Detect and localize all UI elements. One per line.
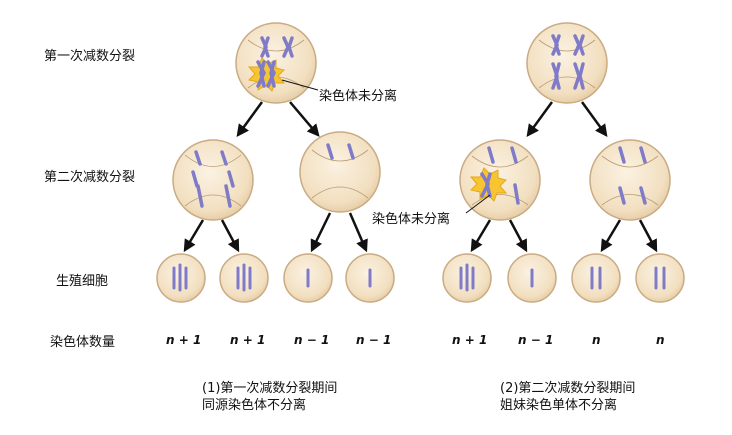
arrow <box>289 101 320 137</box>
label-gametes: 生殖细胞 <box>56 274 109 289</box>
caption-right-line-2: 姐妹染色单体不分离 <box>500 398 618 413</box>
caption-left-line-1: (1)第一次减数分裂期间 <box>202 381 338 396</box>
caption-left-line-2: 同源染色体不分离 <box>202 398 307 413</box>
count-right-4: n <box>656 333 665 347</box>
gamete-cell <box>283 253 333 303</box>
callout-right: 染色体未分离 <box>372 212 451 227</box>
count-left-3: n − 1 <box>294 333 330 347</box>
arrow <box>638 219 658 253</box>
count-right-1: n + 1 <box>452 333 488 347</box>
arrow <box>310 212 332 253</box>
arrow <box>508 219 528 253</box>
right-callout-line <box>465 194 491 214</box>
left-m2-cell-a <box>172 139 254 221</box>
right-m2-cell-b <box>589 139 671 221</box>
arrow <box>526 101 554 138</box>
arrow <box>348 212 368 253</box>
right-parent-cell <box>526 22 608 104</box>
gamete-cell <box>507 253 557 303</box>
caption-right-line-1: (2)第二次减数分裂期间 <box>500 381 636 396</box>
label-chromosome-count: 染色体数量 <box>50 335 116 350</box>
count-right-3: n <box>592 333 601 347</box>
gamete-cell <box>219 253 269 303</box>
left-m2-cell-b <box>299 131 381 213</box>
count-left-1: n + 1 <box>166 333 202 347</box>
gamete-cell <box>156 253 206 303</box>
gamete-cell <box>442 253 492 303</box>
gamete-cell <box>571 253 621 303</box>
gamete-cell <box>345 253 395 303</box>
arrow <box>470 219 492 253</box>
right-burst-icon <box>469 167 508 202</box>
arrow <box>600 219 622 253</box>
right-m2-cell-a <box>459 139 541 221</box>
callout-left: 染色体未分离 <box>319 89 398 104</box>
left-callout-line <box>281 79 319 91</box>
gamete-cell <box>635 253 685 303</box>
arrow <box>580 101 608 138</box>
count-right-2: n − 1 <box>518 333 554 347</box>
count-left-4: n − 1 <box>356 333 392 347</box>
arrow <box>183 219 205 253</box>
count-left-2: n + 1 <box>230 333 266 347</box>
arrow <box>236 101 264 138</box>
arrow <box>220 219 240 253</box>
left-burst-icon <box>247 57 286 92</box>
left-parent-cell <box>235 22 317 104</box>
label-meiosis-1: 第一次减数分裂 <box>44 49 136 64</box>
label-meiosis-2: 第二次减数分裂 <box>44 170 136 185</box>
